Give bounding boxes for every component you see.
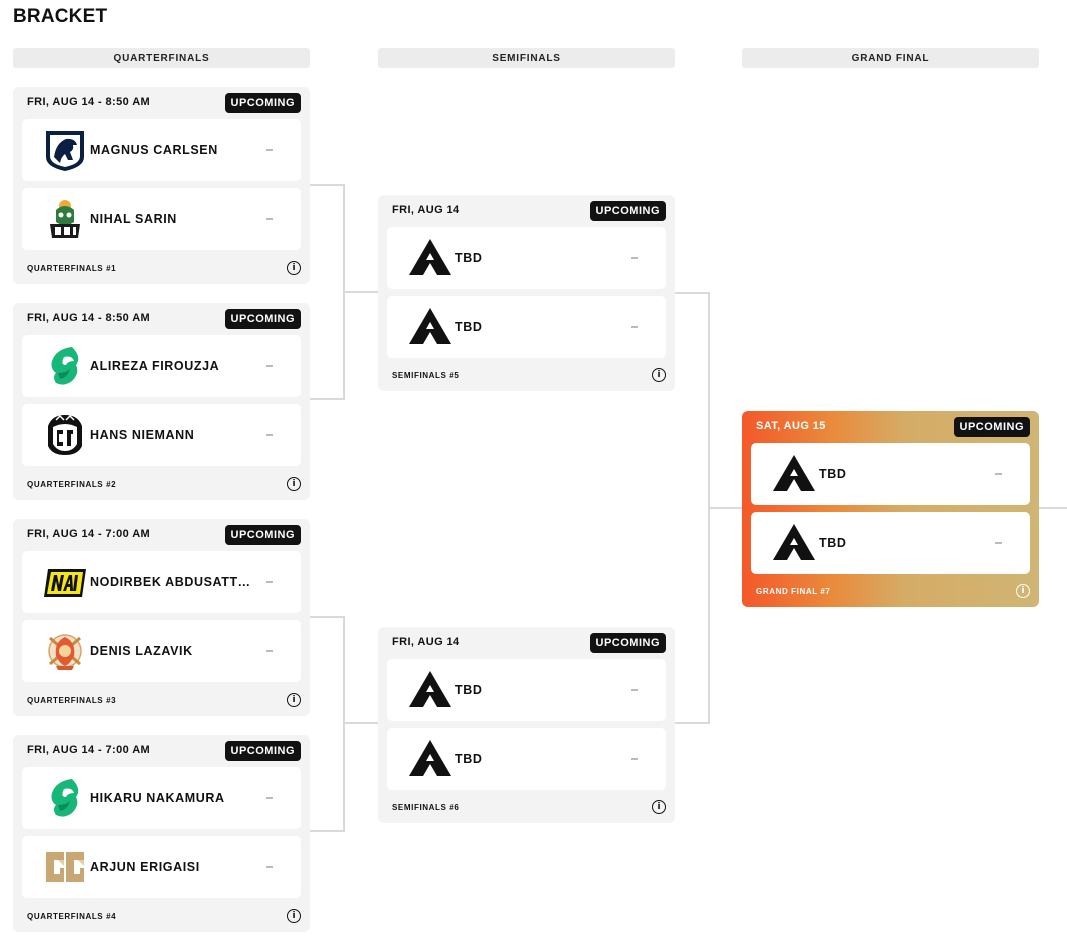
match-time: FRI, AUG 14 - 7:00 AM [27,528,151,540]
match-label: QUARTERFINALS #1 [27,264,117,273]
match-time: FRI, AUG 14 [392,636,460,648]
player-score: - [631,257,638,259]
player-slot[interactable]: TBD - [387,728,666,790]
player-name: TBD [455,683,483,697]
match-card-qf1[interactable]: FRI, AUG 14 - 8:50 AM UPCOMING MAGNUS CA… [13,87,310,284]
player-name: HIKARU NAKAMURA [90,791,225,805]
status-badge: UPCOMING [589,201,666,221]
player-name: ARJUN ERIGAISI [90,860,200,874]
info-icon[interactable]: i [652,800,666,814]
gen-g-logo-icon [42,844,88,890]
tbd-logo-icon [771,520,817,566]
player-name: TBD [819,536,847,550]
tbd-logo-icon [407,736,453,782]
player-name: NODIRBEK ABDUSATTOROV [90,575,256,589]
info-icon[interactable]: i [1016,584,1030,598]
player-slot[interactable]: TBD - [387,659,666,721]
player-score: - [266,149,273,151]
status-badge: UPCOMING [589,633,666,653]
match-time: SAT, AUG 15 [756,420,826,432]
player-name: MAGNUS CARLSEN [90,143,218,157]
player-score: - [266,365,273,367]
player-name: TBD [455,251,483,265]
status-badge: UPCOMING [224,525,301,545]
player-slot[interactable]: ARJUN ERIGAISI - [22,836,301,898]
player-slot[interactable]: ALIREZA FIROUZJA - [22,335,301,397]
status-badge: UPCOMING [224,741,301,761]
player-slot[interactable]: TBD - [751,512,1030,574]
player-name: HANS NIEMANN [90,428,195,442]
match-card-grand-final[interactable]: SAT, AUG 15 UPCOMING TBD - TBD - GRAND F… [742,411,1039,607]
player-name: ALIREZA FIROUZJA [90,359,220,373]
player-score: - [266,797,273,799]
player-slot[interactable]: TBD - [387,227,666,289]
info-icon[interactable]: i [287,693,301,707]
gentle-mates-logo-icon [42,412,88,458]
team-falcons-logo-icon [42,343,88,389]
player-score: - [266,866,273,868]
team-rrq-logo-icon [42,196,88,242]
match-label: SEMIFINALS #5 [392,371,460,380]
info-icon[interactable]: i [652,368,666,382]
tbd-logo-icon [407,235,453,281]
player-score: - [266,434,273,436]
player-name: DENIS LAZAVIK [90,644,193,658]
player-score: - [631,326,638,328]
player-slot[interactable]: HIKARU NAKAMURA - [22,767,301,829]
team-falcons-logo-icon [42,775,88,821]
player-score: - [995,542,1002,544]
status-badge: UPCOMING [953,417,1030,437]
player-score: - [266,218,273,220]
round-header-semifinals: SEMIFINALS [378,48,675,68]
player-score: - [631,689,638,691]
navi-logo-icon [42,559,88,605]
match-card-qf2[interactable]: FRI, AUG 14 - 8:50 AM UPCOMING ALIREZA F… [13,303,310,500]
match-label: QUARTERFINALS #3 [27,696,117,705]
info-icon[interactable]: i [287,261,301,275]
player-slot[interactable]: NIHAL SARIN - [22,188,301,250]
player-slot[interactable]: NODIRBEK ABDUSATTOROV - [22,551,301,613]
player-score: - [266,650,273,652]
match-label: QUARTERFINALS #4 [27,912,117,921]
player-name: TBD [819,467,847,481]
match-label: QUARTERFINALS #2 [27,480,117,489]
match-time: FRI, AUG 14 [392,204,460,216]
player-slot[interactable]: HANS NIEMANN - [22,404,301,466]
info-icon[interactable]: i [287,909,301,923]
match-card-sf6[interactable]: FRI, AUG 14 UPCOMING TBD - TBD - SEMIFIN… [378,627,675,823]
round-header-quarterfinals: QUARTERFINALS [13,48,310,68]
page-title: BRACKET [13,6,108,27]
player-name: TBD [455,752,483,766]
player-slot[interactable]: DENIS LAZAVIK - [22,620,301,682]
match-label: SEMIFINALS #6 [392,803,460,812]
match-card-qf4[interactable]: FRI, AUG 14 - 7:00 AM UPCOMING HIKARU NA… [13,735,310,932]
team-liquid-logo-icon [42,127,88,173]
round-header-grand-final: GRAND FINAL [742,48,1039,68]
match-time: FRI, AUG 14 - 8:50 AM [27,96,151,108]
player-slot[interactable]: MAGNUS CARLSEN - [22,119,301,181]
ninjas-in-pyjamas-logo-icon [42,628,88,674]
player-score: - [631,758,638,760]
player-name: NIHAL SARIN [90,212,177,226]
match-card-sf5[interactable]: FRI, AUG 14 UPCOMING TBD - TBD - SEMIFIN… [378,195,675,391]
player-score: - [995,473,1002,475]
player-name: TBD [455,320,483,334]
match-time: FRI, AUG 14 - 7:00 AM [27,744,151,756]
tbd-logo-icon [407,304,453,350]
status-badge: UPCOMING [224,309,301,329]
player-score: - [266,581,273,583]
status-badge: UPCOMING [224,93,301,113]
player-slot[interactable]: TBD - [387,296,666,358]
tbd-logo-icon [771,451,817,497]
info-icon[interactable]: i [287,477,301,491]
tbd-logo-icon [407,667,453,713]
match-card-qf3[interactable]: FRI, AUG 14 - 7:00 AM UPCOMING NODIRBEK … [13,519,310,716]
match-label: GRAND FINAL #7 [756,587,831,596]
player-slot[interactable]: TBD - [751,443,1030,505]
match-time: FRI, AUG 14 - 8:50 AM [27,312,151,324]
